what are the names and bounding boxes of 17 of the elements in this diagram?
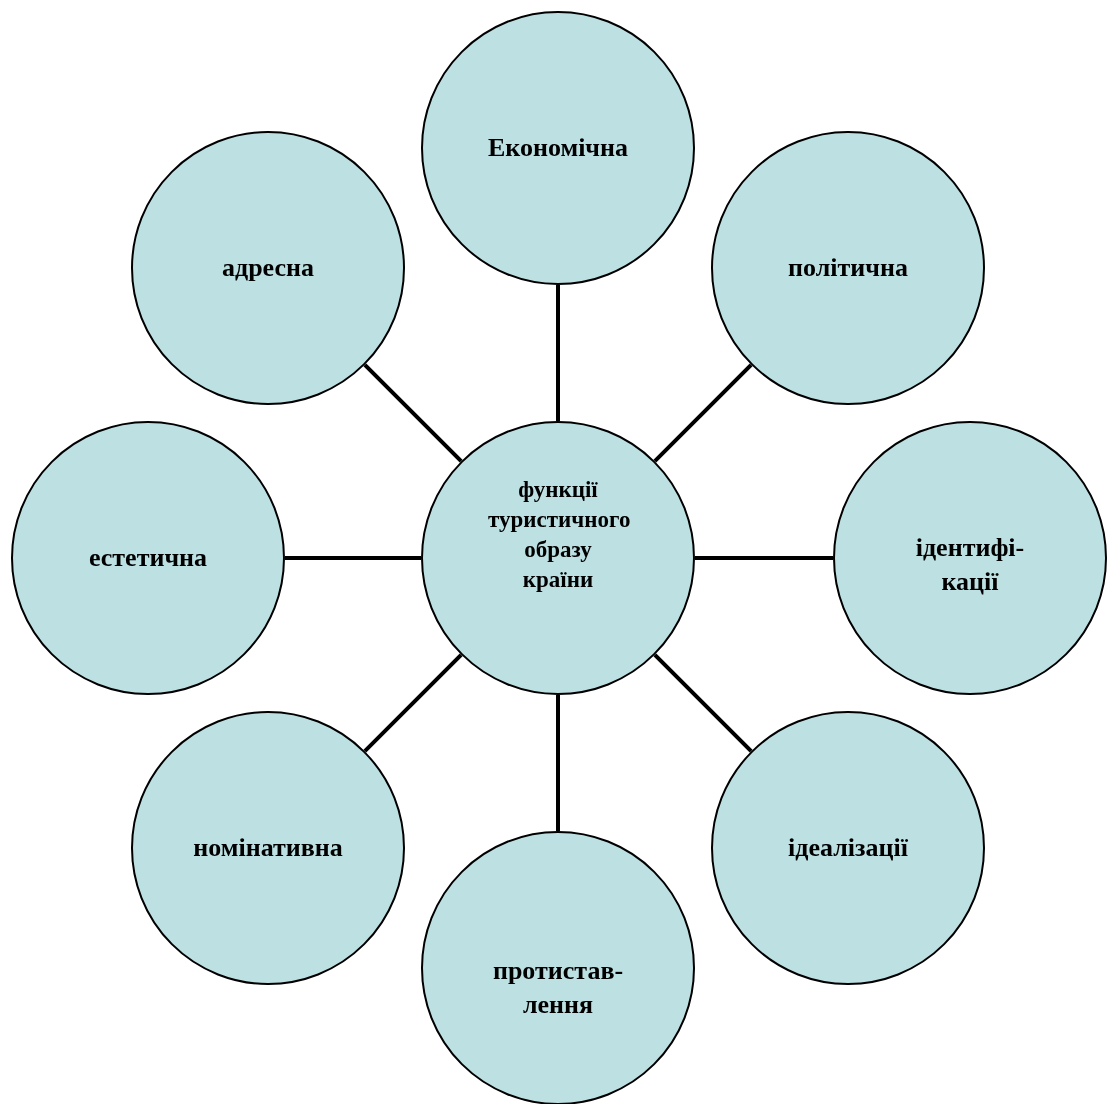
connector-line (285, 556, 421, 560)
connector-line (653, 653, 753, 753)
connector-line (653, 363, 753, 463)
function-label: функції туристичного образу країни (488, 476, 628, 594)
connector-line (363, 653, 463, 753)
function-label: естетична (87, 542, 209, 575)
function-label: політична (787, 252, 909, 285)
function-label: ідентифі- кації (914, 532, 1026, 598)
connector-line (556, 285, 560, 421)
function-label: адресна (221, 252, 315, 285)
function-label: протистав- лення (491, 955, 625, 1021)
connector-line (695, 556, 833, 560)
function-label: ідеалізації (787, 832, 909, 865)
connector-line (556, 695, 560, 831)
function-label: номінативна (192, 832, 344, 865)
connector-line (363, 363, 463, 463)
function-label: Економічна (486, 132, 629, 165)
